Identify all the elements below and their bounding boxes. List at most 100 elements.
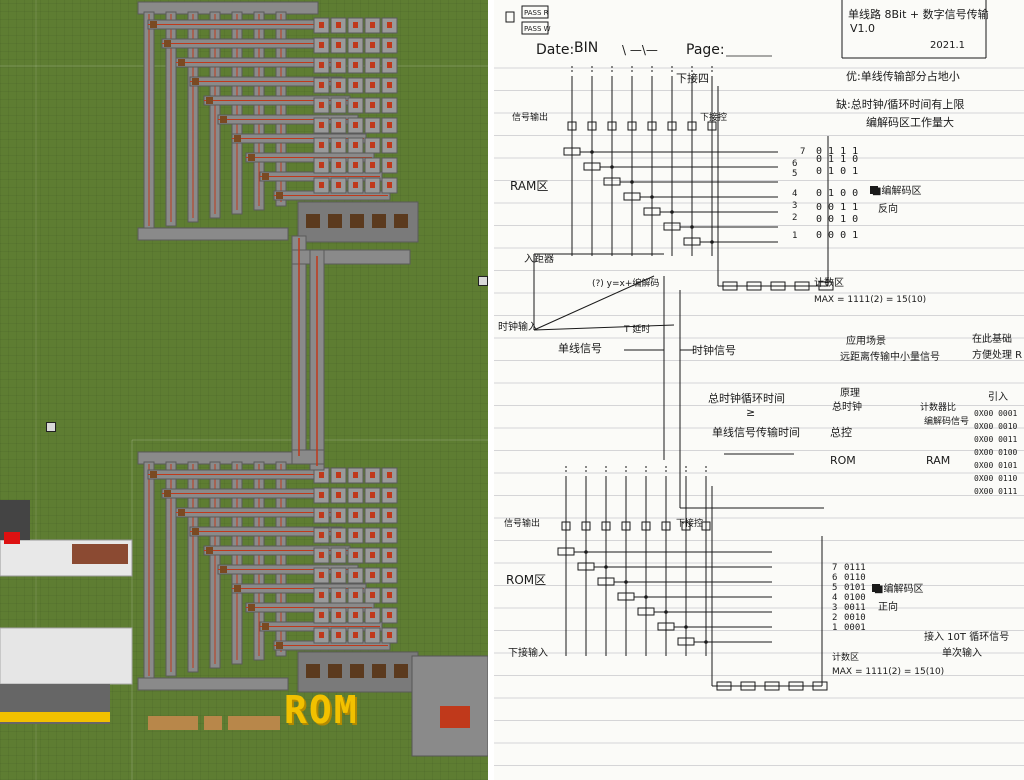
rom-repeater [234,585,241,592]
marker-icon [478,276,488,286]
ram-bits-4: 0 1 0 0 [816,188,858,199]
rom-row-7: 7 [832,563,837,573]
rom-torch [319,552,324,558]
rom-torch [319,592,324,598]
rom-counter-cell [394,664,408,678]
rom-repeater [192,528,199,535]
ram-torch [370,62,375,68]
ram-bits-5: 0 1 0 1 [816,166,858,177]
ram-row-7: 7 [800,147,805,157]
ram-torch [336,122,341,128]
ram-row-6: 6 [792,159,797,169]
ram-torch [387,82,392,88]
ram-repeater [192,78,199,85]
page-label: Page: [686,42,725,58]
ram-torch [319,102,324,108]
rom-circuit-gate-box [701,521,711,531]
side-note-2: 方便处理 R [972,348,1022,361]
pulse-note: 接入 10T 循环信号 [924,630,1009,643]
rom-diagram [557,466,828,691]
rom-circuit-junction [644,595,648,599]
rom-torch [387,572,392,578]
ram-torch [353,82,358,88]
ram-torch [319,42,324,48]
rom-counter-cell [350,664,364,678]
rom-torch [387,472,392,478]
rom-torch [319,612,324,618]
rom-bits-6: 0110 [844,573,866,583]
ram-torch [336,22,341,28]
ram-counter-cell [306,214,320,228]
rom-torch [319,512,324,518]
ram-torch [353,182,358,188]
rom-counter-area-label: 计数区 [832,651,859,663]
title-line2: V1.0 [850,22,875,35]
rom-row-2: 2 [832,613,837,623]
rom-circuit-counter-box [812,681,828,691]
ram-circuit-counter-box [746,281,762,291]
side-structures [0,500,488,757]
ram-torch [370,22,375,28]
ram-torch [319,22,324,28]
ram-torch [353,42,358,48]
input-code: 0X00 0001 [974,409,1018,418]
rom-repeater [220,566,227,573]
rom-signal-output-label: 信号输出 [504,517,540,529]
ram-bottom-bus [137,227,289,241]
ram-torch [370,122,375,128]
rom-bits-3: 0011 [844,603,866,613]
rom-circuit-junction [684,625,688,629]
notebook-svg: PASS R PASS W Date: BIN \ —\— Page: 单线路 … [494,0,1024,766]
rom-repeater [276,642,283,649]
note-con: 缺:总时钟/循环时间有上限 [836,97,964,111]
ram-circuit-gate-box [567,121,577,131]
clock-wire [533,324,675,331]
tag-pass-w: PASS W [524,25,551,33]
rom-repeater [178,509,185,516]
side-note-1: 在此基础 [972,332,1012,345]
signal-output-label: 信号输出 [512,111,548,123]
rom-row-4: 4 [832,593,837,603]
rom-torch [336,572,341,578]
rom-block [137,451,419,693]
ram-repeater [220,116,227,123]
ram-bits-6: 0 1 1 0 [816,154,858,165]
ram-repeater [248,154,255,161]
counter-area-label: 计数区 [814,276,844,289]
forward-label: 正向 [878,600,898,613]
ram-bits-2: 0 0 1 0 [816,214,858,225]
rom-circuit-counter-box [740,681,756,691]
rom-label-note: ROM [830,454,856,467]
rom-row-6: 6 [832,573,837,583]
rom-torch [336,472,341,478]
ram-torch [319,82,324,88]
rom-circuit-junction [664,610,668,614]
ram-circuit-gate-box [687,121,697,131]
rom-torch [370,552,375,558]
ram-label-note: RAM [926,454,950,467]
ram-torch [370,182,375,188]
counter-compare-label: 计数器比 [920,401,956,413]
page-corner-icon [505,11,515,23]
ram-circuit-gate-box [587,121,597,131]
rom-circuit-counter-box [716,681,732,691]
ram-repeater [150,21,157,28]
ram-counter-cell [328,214,342,228]
t-delay-label: T 延时 [623,323,650,335]
ram-circuit-junction [710,240,714,244]
rom-torch [319,572,324,578]
ram-torch [387,122,392,128]
input-label: 引入 [988,391,1008,403]
ram-torch [336,42,341,48]
rom-circuit-counter-box [764,681,780,691]
single-wire-path [291,235,411,471]
single-signal-label: 单线信号 [558,341,602,355]
ram-torch [319,182,324,188]
rom-circuit-gate-box [581,521,591,531]
rom-torch [370,572,375,578]
rom-torch [370,472,375,478]
rom-torch [353,512,358,518]
rom-torch [387,492,392,498]
down-input-label: 下接输入 [508,646,548,659]
rom-circuit-junction [584,550,588,554]
